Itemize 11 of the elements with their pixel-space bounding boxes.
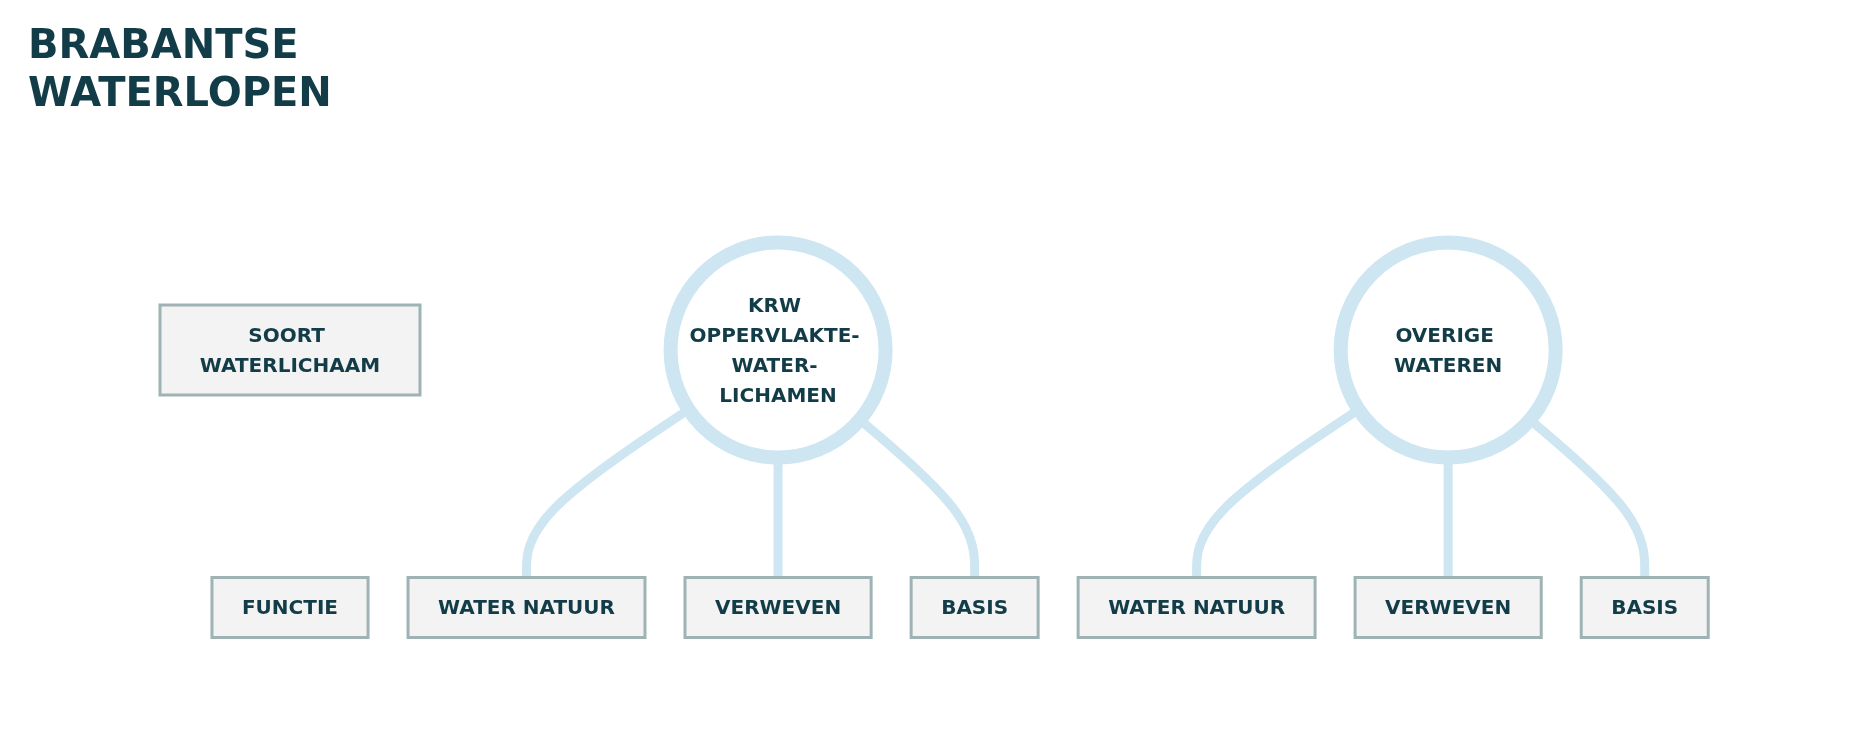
node-box: FUNCTIE: [210, 576, 370, 639]
node-box: BASIS: [910, 576, 1040, 639]
node-circle: OVERIGE WATEREN: [1334, 235, 1564, 465]
node-box: VERWEVEN: [683, 576, 874, 639]
diagram-title: BRABANTSE WATERLOPEN: [28, 20, 333, 116]
node-box: WATER NATUUR: [1077, 576, 1317, 639]
node-box: BASIS: [1580, 576, 1711, 639]
node-box: VERWEVEN: [1353, 576, 1544, 639]
node-box: WATER NATUUR: [406, 576, 647, 639]
node-box: SOORT WATERLICHAAM: [158, 303, 422, 397]
node-circle: KRW OPPERVLAKTE- WATER- LICHAMEN: [663, 235, 893, 465]
